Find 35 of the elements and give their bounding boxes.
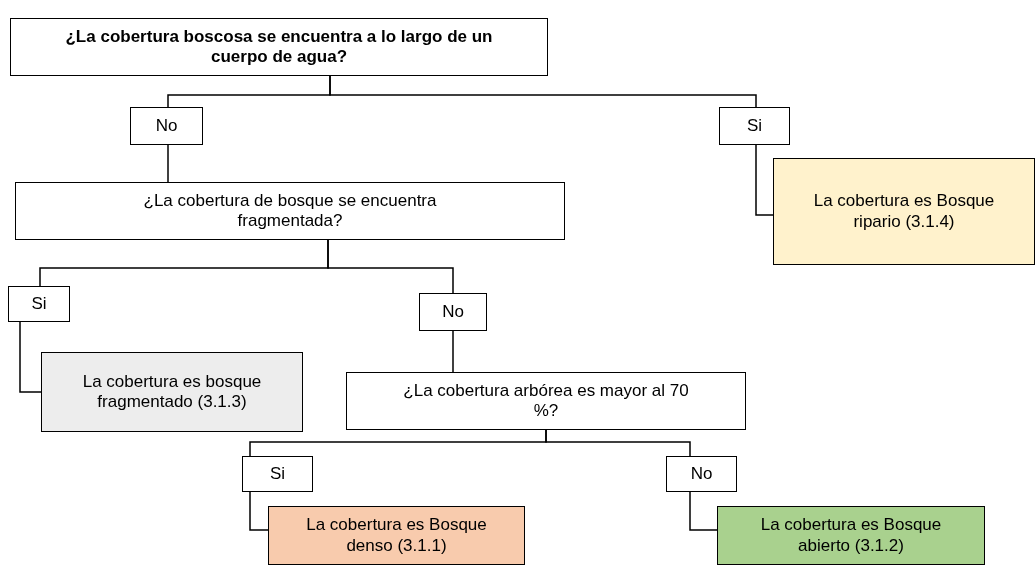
node-text: Si	[31, 293, 47, 315]
node-text: Si	[269, 463, 286, 485]
connector-line	[545, 429, 691, 457]
node-text: La cobertura es bosque fragmentado (3.1.3)	[81, 371, 263, 413]
answer-box	[242, 456, 313, 492]
decision-box	[15, 182, 565, 240]
node-text: No	[155, 115, 178, 137]
answer-box	[719, 107, 790, 145]
decision-box	[10, 18, 548, 76]
answer-box	[666, 456, 737, 492]
connector-line	[755, 144, 774, 216]
connector-line	[327, 239, 454, 294]
node-text: La cobertura es Bosque abierto (3.1.2)	[759, 515, 943, 556]
connector-line	[249, 491, 269, 531]
result-box	[717, 506, 985, 565]
answer-box	[419, 293, 487, 331]
node-text: La cobertura es Bosque ripario (3.1.4)	[812, 191, 996, 232]
result-box	[41, 352, 303, 432]
connector-line	[329, 75, 757, 108]
node-text: La cobertura es Bosque denso (3.1.1)	[305, 515, 488, 556]
node-text: No	[442, 301, 464, 323]
node-text: No	[690, 463, 713, 485]
node-text: Si	[746, 115, 763, 137]
connector-line	[689, 491, 718, 531]
result-box	[773, 158, 1035, 265]
node-text: ¿La cobertura boscosa se encuentra a lo largo de un cuerpo de agua?	[64, 26, 494, 68]
node-text: ¿La cobertura arbórea es mayor al 70 %?	[402, 380, 690, 422]
answer-box	[8, 286, 70, 322]
answer-box	[130, 107, 203, 145]
node-text: ¿La cobertura de bosque se encuentra fragmentada?	[142, 190, 438, 232]
result-box	[268, 506, 525, 565]
connector-line	[167, 144, 169, 183]
connector-line	[452, 330, 454, 373]
decision-box	[346, 372, 746, 430]
connector-line	[19, 321, 42, 393]
